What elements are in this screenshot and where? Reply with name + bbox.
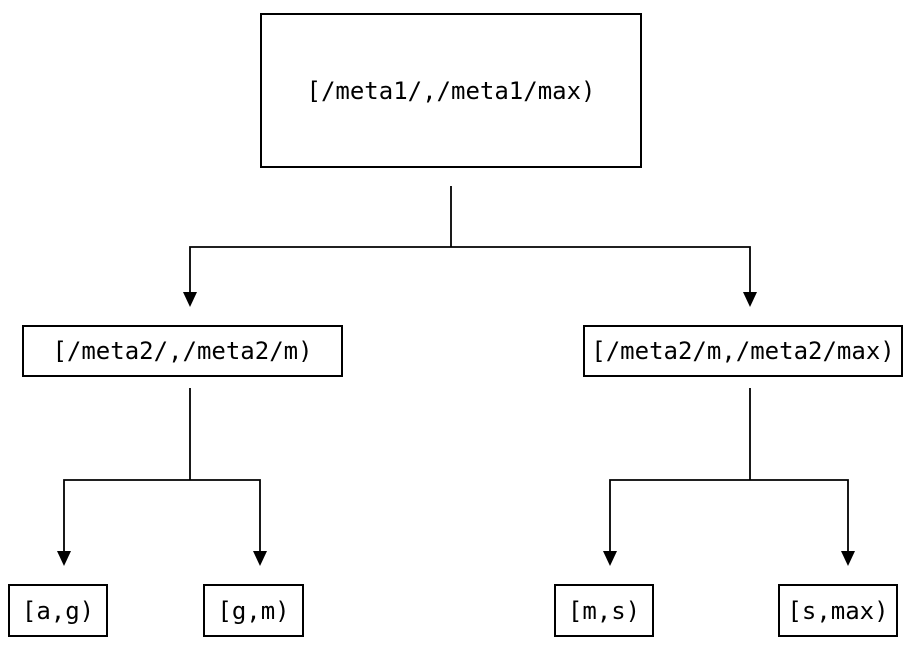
tree-node-label: [/meta2/,/meta2/m) xyxy=(52,337,313,365)
arrowhead-icon xyxy=(183,292,197,307)
tree-node-label: [/meta2/m,/meta2/max) xyxy=(591,337,895,365)
tree-node-label: [a,g) xyxy=(21,596,95,625)
tree-node-meta2-low: [/meta2/,/meta2/m) xyxy=(22,325,343,377)
arrowhead-icon xyxy=(603,551,617,566)
tree-node-label: [m,s) xyxy=(567,596,641,625)
arrowhead-icon xyxy=(57,551,71,566)
tree-node-label: [/meta1/,/meta1/max) xyxy=(306,76,596,105)
tree-node-leaf-gm: [g,m) xyxy=(203,584,304,637)
arrowhead-icon xyxy=(841,551,855,566)
edge-root-branches xyxy=(189,246,751,292)
tree-node-root: [/meta1/,/meta1/max) xyxy=(260,13,642,168)
tree-node-label: [g,m) xyxy=(217,596,290,625)
tree-node-label: [s,max) xyxy=(787,596,889,625)
tree-node-leaf-ms: [m,s) xyxy=(554,584,654,637)
edge-meta2-high-branches xyxy=(609,479,849,551)
arrowhead-icon xyxy=(253,551,267,566)
tree-node-meta2-high: [/meta2/m,/meta2/max) xyxy=(583,325,903,377)
arrowhead-icon xyxy=(743,292,757,307)
tree-node-leaf-ag: [a,g) xyxy=(8,584,108,637)
tree-node-leaf-smax: [s,max) xyxy=(778,584,898,637)
edge-meta2-low-branches xyxy=(63,479,261,551)
